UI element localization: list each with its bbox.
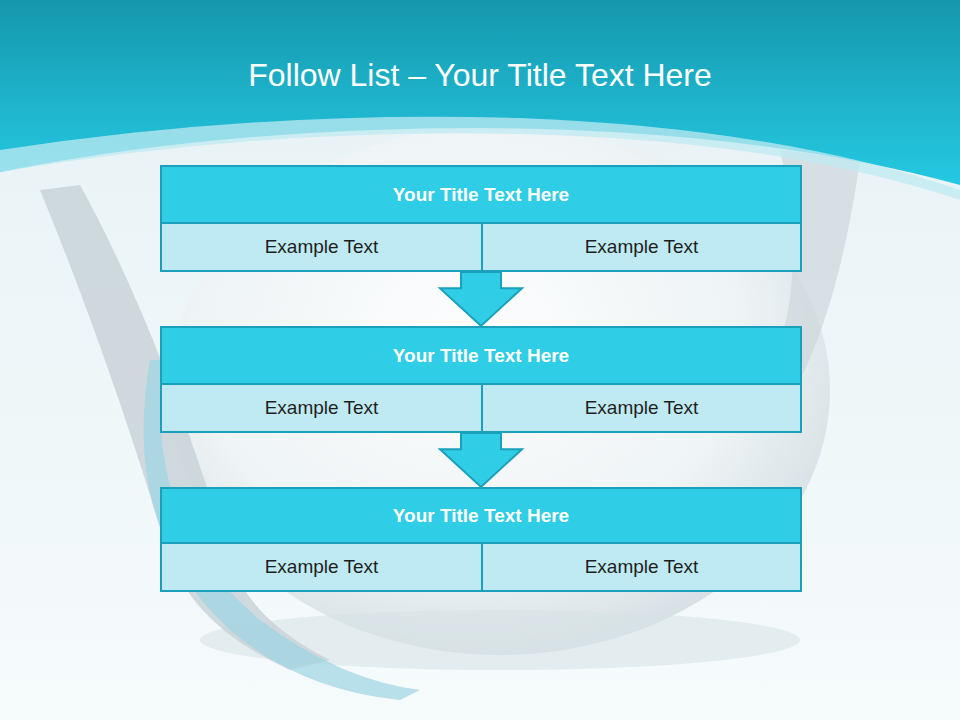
cell-text: Example Text — [585, 555, 699, 579]
cell-text: Example Text — [585, 235, 699, 259]
step-title: Your Title Text Here — [393, 344, 569, 368]
step-cell: Example Text — [162, 383, 481, 431]
step-cell: Example Text — [481, 542, 800, 590]
step-header: Your Title Text Here — [162, 328, 800, 383]
step-title: Your Title Text Here — [393, 183, 569, 207]
cell-text: Example Text — [585, 396, 699, 420]
block-arrow — [440, 272, 522, 326]
step-cell: Example Text — [481, 222, 800, 270]
slide-title: Follow List – Your Title Text Here — [100, 52, 860, 98]
cell-text: Example Text — [265, 555, 379, 579]
step-cell: Example Text — [162, 542, 481, 590]
cell-text: Example Text — [265, 396, 379, 420]
step-header: Your Title Text Here — [162, 489, 800, 542]
step-box: Your Title Text HereExample Text Example … — [160, 165, 802, 272]
cell-text: Example Text — [265, 235, 379, 259]
block-arrow — [440, 433, 522, 487]
step-cell: Example Text — [481, 383, 800, 431]
step-box: Your Title Text HereExample Text Example … — [160, 487, 802, 592]
step-cell: Example Text — [162, 222, 481, 270]
step-box: Your Title Text HereExample Text Example … — [160, 326, 802, 433]
step-header: Your Title Text Here — [162, 167, 800, 222]
step-title: Your Title Text Here — [393, 504, 569, 528]
